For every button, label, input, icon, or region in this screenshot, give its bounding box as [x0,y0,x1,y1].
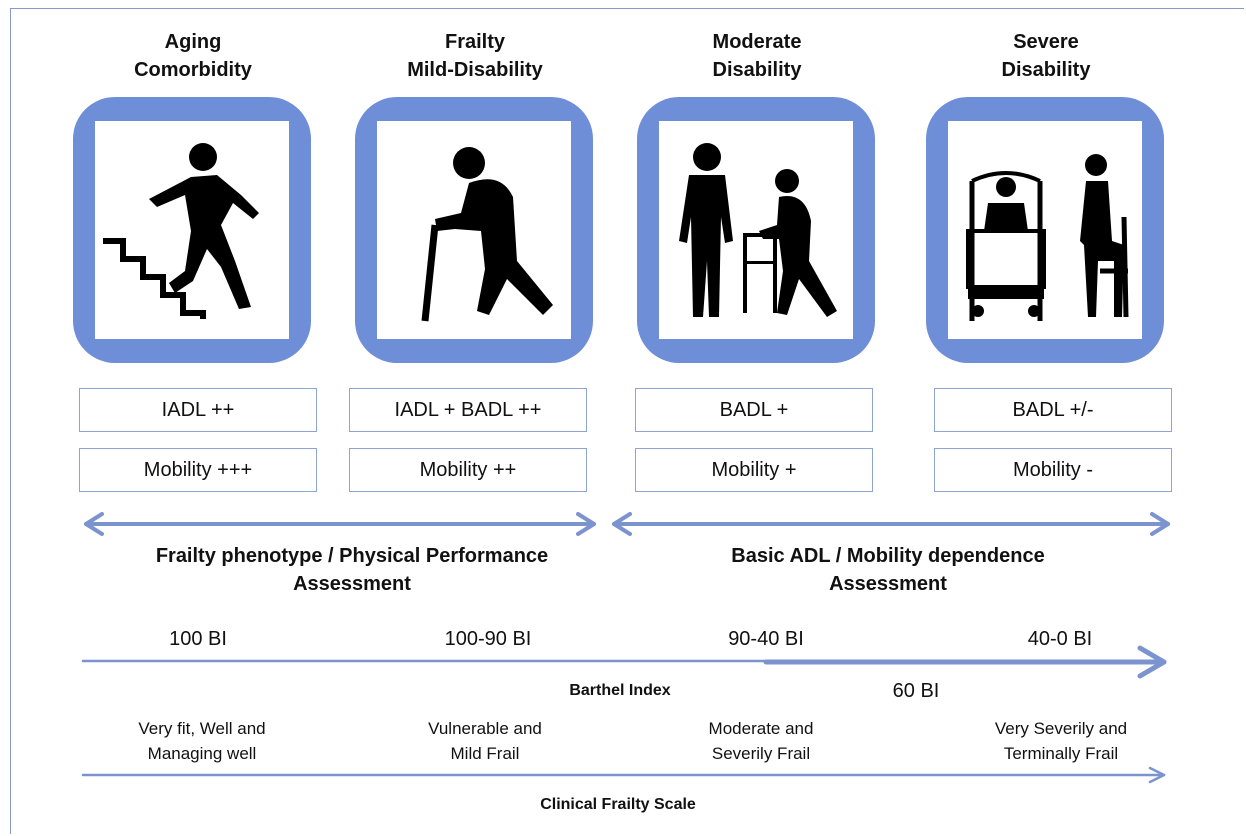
cfs-label-line1: Very Severily and [994,719,1128,738]
stage-title-line2: Disability [712,59,802,81]
stage-title-line1: Aging [164,31,222,53]
stage-title: Frailty Mild-Disability [355,28,595,84]
cfs-label-line2: Mild Frail [450,744,520,763]
stage-card-frailty [355,97,593,363]
cfs-label-line2: Terminally Frail [1003,744,1119,763]
assessment-label-left: Frailty phenotype / Physical Performance… [112,542,592,598]
stage-title: Severe Disability [926,28,1166,84]
adl-box: BADL +/- [934,388,1172,432]
diagram-frame [10,8,1244,834]
assessment-right-line2: Assessment [829,573,947,595]
assessment-left-line1: Frailty phenotype / Physical Performance [155,545,549,567]
person-with-walker-and-helper-icon [679,143,837,317]
stage-card-aging [73,97,311,363]
cfs-label-line1: Very fit, Well and [138,719,266,738]
bedridden-person-with-caregiver-icon [966,154,1129,321]
assessment-label-right: Basic ADL / Mobility dependence Assessme… [668,542,1108,598]
cfs-label-line1: Moderate and [708,719,814,738]
cfs-label: Vulnerable and Mild Frail [365,716,605,766]
barthel-label: 40-0 BI [1027,628,1093,650]
stairs-climbing-person-icon [103,143,259,319]
assessment-right-double-arrow [612,512,1170,536]
stage-card-severe [926,97,1164,363]
cfs-label: Very fit, Well and Managing well [82,716,322,766]
assessment-left-double-arrow [84,512,596,536]
mobility-box: Mobility + [635,448,873,492]
stage-title-line1: Moderate [712,31,802,53]
clinical-frailty-scale-label: Clinical Frailty Scale [540,796,696,813]
barthel-label: 90-40 BI [728,628,804,650]
clinical-frailty-scale-arrow [81,766,1166,784]
stage-title: Moderate Disability [637,28,877,84]
mobility-box: Mobility - [934,448,1172,492]
cfs-label: Very Severily and Terminally Frail [941,716,1181,766]
cfs-label-line2: Managing well [147,744,257,763]
stage-title-line1: Frailty [444,31,506,53]
cfs-label: Moderate and Severily Frail [641,716,881,766]
barthel-label: 100-90 BI [444,628,532,650]
stage-title: Aging Comorbidity [73,28,313,84]
assessment-left-line2: Assessment [293,573,411,595]
adl-box: IADL + BADL ++ [349,388,587,432]
person-with-cane-icon [421,147,553,322]
barthel-marker-label: 60 BI [892,680,940,702]
adl-box: IADL ++ [79,388,317,432]
stage-title-line2: Disability [1001,59,1091,81]
barthel-index-arrow [81,645,1167,679]
stage-title-line2: Comorbidity [134,59,252,81]
mobility-box: Mobility ++ [349,448,587,492]
assessment-right-line1: Basic ADL / Mobility dependence [731,545,1045,567]
cfs-label-line2: Severily Frail [711,744,811,763]
barthel-label: 100 BI [169,628,227,650]
mobility-box: Mobility +++ [79,448,317,492]
barthel-index-label: Barthel Index [569,682,671,699]
adl-box: BADL + [635,388,873,432]
cfs-label-line1: Vulnerable and [428,719,542,738]
stage-title-line2: Mild-Disability [407,59,543,81]
stage-card-moderate [637,97,875,363]
stage-title-line1: Severe [1013,31,1079,53]
